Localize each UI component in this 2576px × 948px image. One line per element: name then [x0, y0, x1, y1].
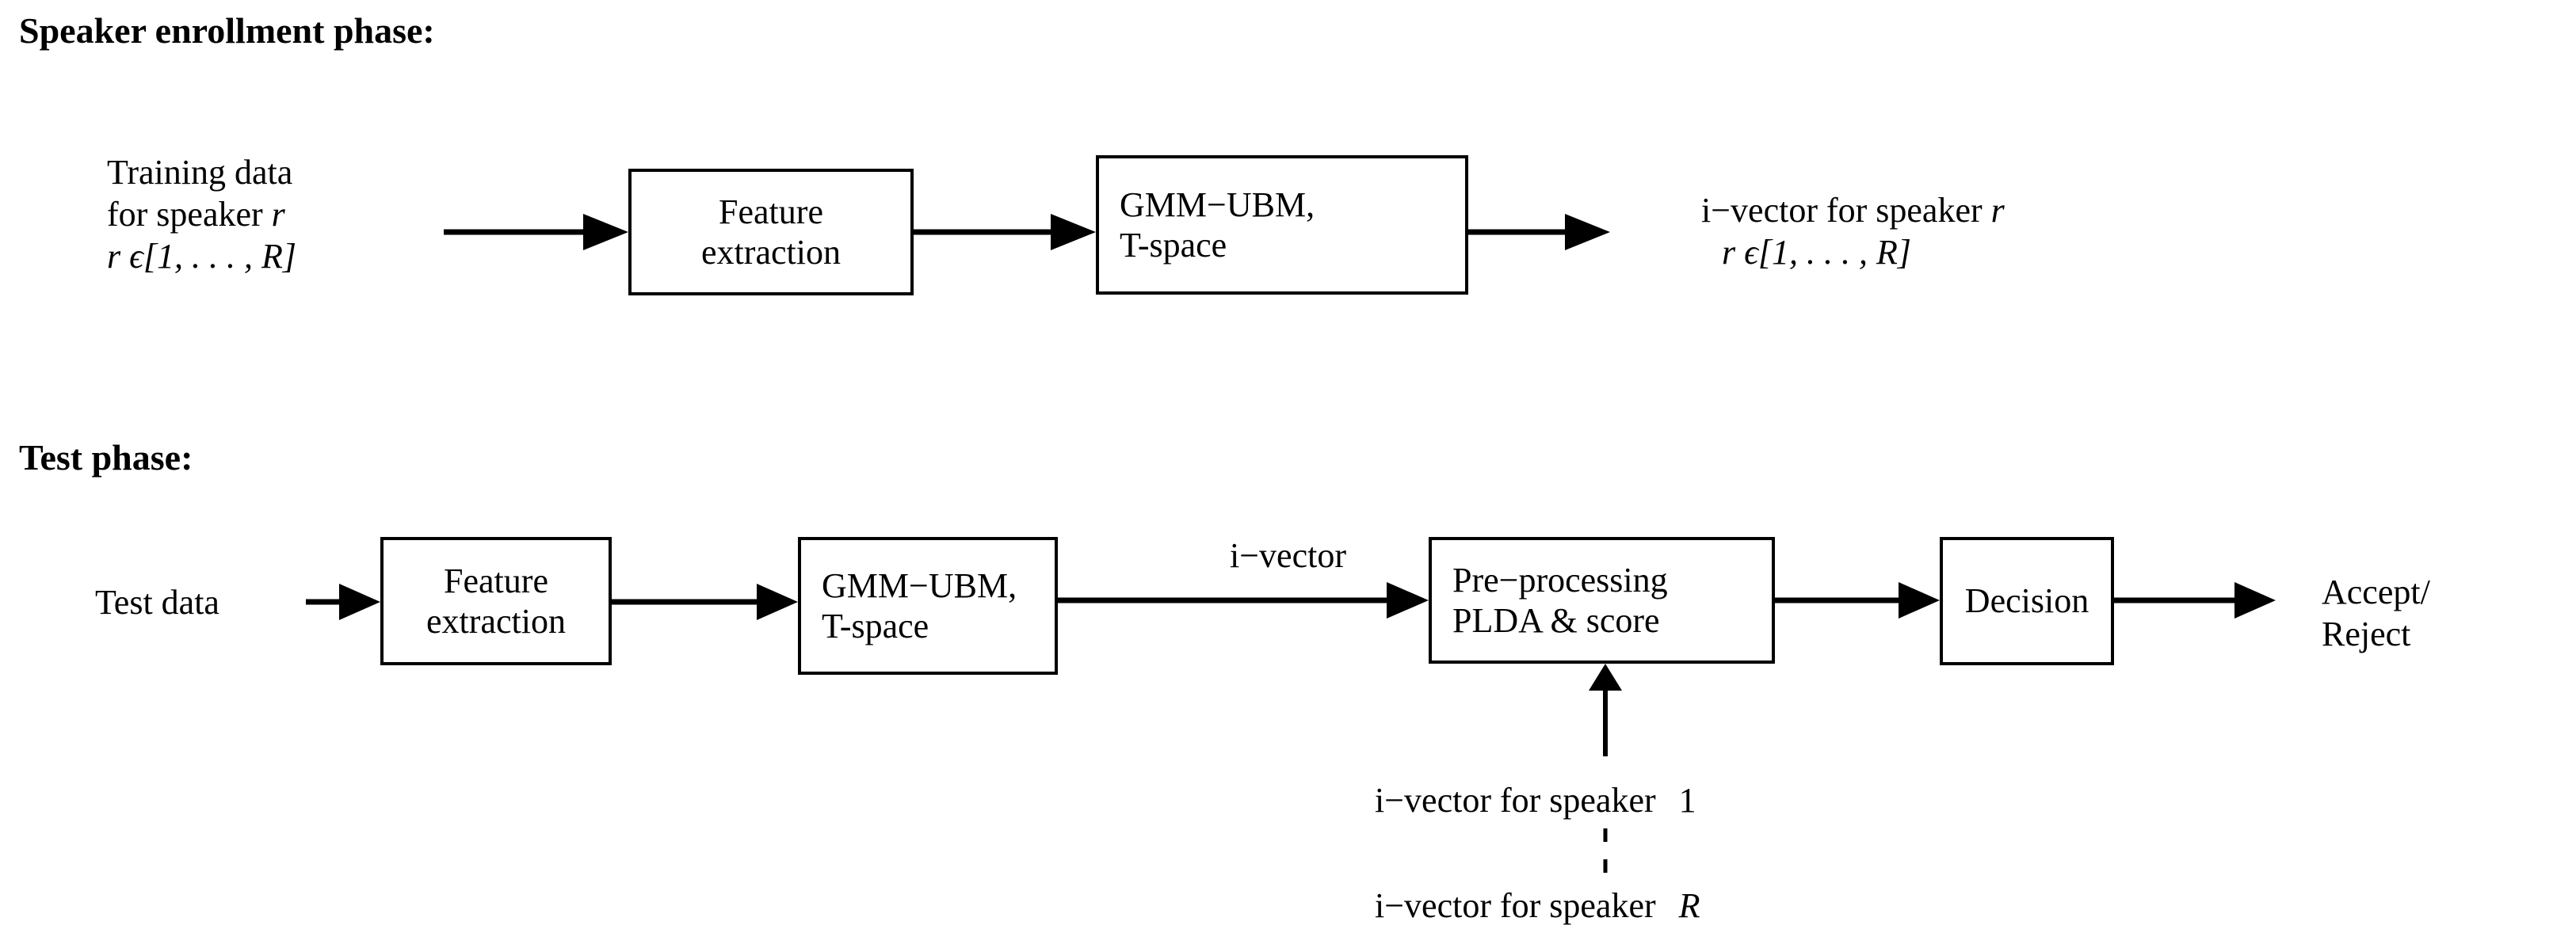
arrow-test-input-to-feature	[306, 584, 380, 620]
enrollment-output-range-var: r	[1722, 232, 1736, 272]
test-output-label: Accept/ Reject	[2322, 572, 2559, 656]
enrollment-input-range-expr: ϵ[1, . . . , R]	[120, 236, 296, 276]
arrow-test-feature-to-gmm	[612, 584, 798, 620]
enrolled-model-label-R: i−vector for speaker R	[1375, 885, 1961, 927]
test-box-decision[interactable]: Decision	[1940, 537, 2114, 665]
test-box-feature-extraction[interactable]: Feature extraction	[380, 537, 612, 665]
box-line-1: Decision	[1964, 581, 2089, 621]
enrolled-model-label-1: i−vector for speaker 1	[1375, 780, 1961, 822]
test-input-label: Test data	[95, 583, 219, 622]
enrollment-output-label: i−vector for speaker r r ϵ[1, . . . , R]	[1701, 190, 2208, 274]
test-box-pre-processing-plda-score[interactable]: Pre−processing PLDA & score	[1429, 537, 1775, 664]
enrollment-phase-title: Speaker enrollment phase:	[19, 10, 435, 51]
enrolled-model-1-index: 1	[1678, 781, 1696, 820]
arrow-test-decision-to-output	[2114, 582, 2276, 619]
enrolled-model-R-text: i−vector for speaker	[1375, 886, 1665, 925]
box-line-1: Feature	[719, 192, 823, 231]
arrow-test-gmm-to-plda	[1058, 582, 1429, 619]
test-output-line2: Reject	[2322, 614, 2411, 653]
enrollment-output-line1: i−vector for speaker r	[1701, 190, 2208, 232]
arrow-enroll-gmm-to-output	[1468, 214, 1610, 250]
enrollment-box-gmm-ubm-t-space[interactable]: GMM−UBM, T-space	[1096, 155, 1468, 295]
box-line-1: Pre−processing	[1452, 560, 1668, 600]
test-output-line1: Accept/	[2322, 573, 2430, 611]
arrow-test-plda-to-decision	[1775, 582, 1940, 619]
box-line-2: T-space	[822, 607, 929, 645]
box-line-2: PLDA & score	[1452, 601, 1660, 640]
enrollment-input-line1: Training data	[107, 153, 293, 192]
box-line-2: extraction	[426, 602, 566, 641]
test-box-gmm-ubm-t-space[interactable]: GMM−UBM, T-space	[798, 537, 1058, 675]
enrollment-input-range-var: r	[107, 236, 121, 276]
box-line-2: T-space	[1120, 226, 1227, 265]
enrollment-input-line2: for speaker r	[107, 194, 448, 236]
enrollment-output-line2: r ϵ[1, . . . , R]	[1701, 232, 2208, 274]
box-line-2: extraction	[701, 233, 841, 272]
enrollment-input-speaker-var: r	[271, 194, 285, 234]
box-line-1: GMM−UBM,	[822, 565, 1017, 605]
arrow-enroll-feature-to-gmm	[914, 214, 1096, 250]
box-line-1: GMM−UBM,	[1120, 185, 1315, 224]
arrow-enroll-input-to-feature	[444, 214, 628, 250]
enrollment-input-line3: r ϵ[1, . . . , R]	[107, 236, 448, 278]
enrollment-box-feature-extraction[interactable]: Feature extraction	[628, 169, 914, 295]
test-phase-title: Test phase:	[19, 437, 193, 478]
box-line-1: Feature	[444, 561, 548, 600]
arrow-enrolled-models-to-plda	[1589, 664, 1622, 756]
enrolled-model-R-index: R	[1678, 886, 1700, 925]
enrollment-output-speaker-var: r	[1990, 191, 2005, 230]
enrollment-output-line1-text: i−vector for speaker	[1701, 191, 1991, 230]
enrollment-input-label: Training data for speaker r r ϵ[1, . . .…	[107, 152, 448, 277]
test-edge-label-i-vector: i−vector	[1230, 536, 1346, 575]
enrolled-model-1-text: i−vector for speaker	[1375, 781, 1665, 820]
enrollment-input-line2-text: for speaker	[107, 194, 272, 234]
enrollment-output-range-expr: ϵ[1, . . . , R]	[1735, 232, 1911, 272]
